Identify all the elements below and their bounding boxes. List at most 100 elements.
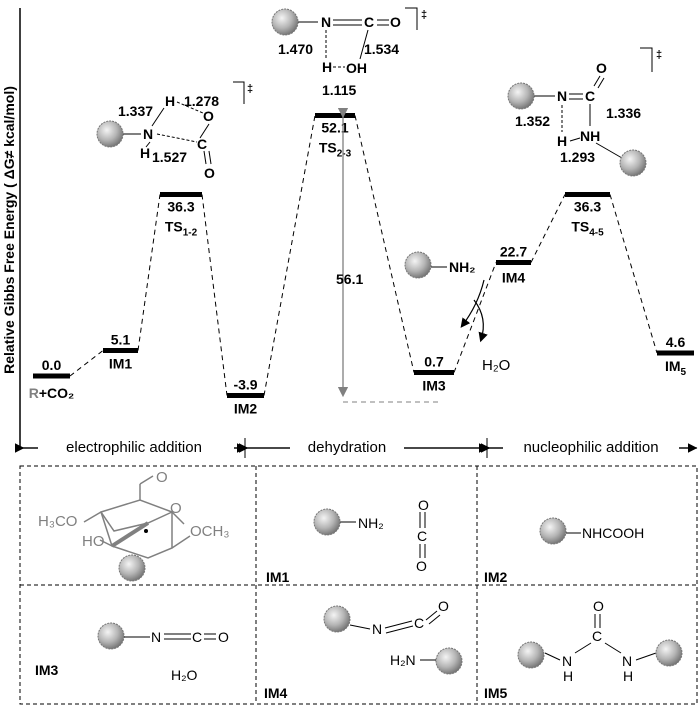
svg-text:OH: OH — [346, 60, 367, 76]
svg-text:O: O — [170, 500, 182, 517]
svg-text:OCH₃: OCH₃ — [190, 523, 229, 540]
svg-text:O: O — [593, 598, 604, 614]
state-label: R+CO₂ — [29, 385, 75, 401]
y-axis-label: Relative Gibbs Free Energy ( ΔG≠ kcal/mo… — [1, 86, 17, 374]
svg-text:N: N — [562, 653, 572, 669]
distance-label: 1.337 — [118, 103, 153, 119]
svg-text:O: O — [596, 60, 607, 76]
state-label: IM4 — [502, 270, 526, 286]
svg-text:O: O — [203, 108, 214, 124]
molecule-ball — [271, 8, 299, 36]
svg-text:‡: ‡ — [247, 83, 253, 95]
svg-text:C: C — [592, 628, 602, 644]
value-label: 36.3 — [167, 199, 194, 215]
svg-text:HO: HO — [82, 533, 105, 550]
distance-label: 1.278 — [184, 93, 219, 109]
svg-text:C: C — [414, 615, 424, 631]
svg-text:H₂O: H₂O — [171, 667, 198, 683]
structure-panels — [19, 465, 698, 705]
svg-text:NH₂: NH₂ — [449, 259, 475, 275]
svg-text:C: C — [197, 136, 207, 152]
glucoside-structure: O OH O OCH₃ H₃CO HO — [38, 469, 229, 582]
svg-text:N: N — [622, 653, 632, 669]
water-release-annotation: NH₂ H₂O — [404, 251, 510, 374]
svg-text:H₃CO: H₃CO — [38, 513, 77, 530]
stage-label-3: nucleophilic addition — [523, 439, 658, 456]
molecule-ball — [517, 641, 545, 669]
stage-bar: electrophilic addition dehydration nucle… — [14, 437, 698, 458]
molecule-ball — [96, 120, 124, 148]
molecule-ball — [539, 517, 567, 545]
svg-text:N: N — [151, 629, 161, 645]
distance-label: 1.527 — [152, 149, 187, 165]
svg-text:O: O — [418, 497, 429, 513]
distance-label: 1.534 — [364, 41, 399, 57]
stage-label-2: dehydration — [308, 439, 386, 456]
molecule-ball — [507, 82, 535, 110]
connector — [453, 262, 497, 373]
ts45-structure: N C O NH H 1.352 1.336 1.293 ‡ — [507, 47, 662, 177]
panel-im1: NH₂ O C O IM1 — [266, 497, 429, 585]
panel-label-im3: IM3 — [35, 662, 59, 678]
connector-lines — [69, 115, 658, 396]
distance-label: 1.115 — [322, 82, 356, 98]
state-label: IM1 — [109, 356, 133, 372]
value-label: 0.7 — [424, 354, 444, 370]
ts23-structure: N C O H OH 1.470 1.534 1.115 ‡ — [271, 7, 427, 98]
state-label: TS1-2 — [165, 219, 198, 239]
svg-text:NHCOOH: NHCOOH — [582, 525, 644, 541]
svg-text:O: O — [218, 629, 229, 645]
panel-im3: N C O H₂O IM3 — [35, 622, 229, 683]
panel-im5: O C N H N H IM5 — [484, 598, 683, 701]
state-label: IM3 — [422, 378, 446, 394]
ts12-structure: N H H O C O 1.337 1.278 1.527 ‡ — [96, 81, 253, 181]
distance-label: 1.293 — [560, 149, 595, 165]
molecule-ball — [619, 149, 647, 177]
svg-text:C: C — [585, 88, 595, 104]
svg-text:H: H — [140, 145, 150, 161]
connector — [69, 350, 104, 377]
svg-text:N: N — [143, 126, 153, 142]
svg-text:H: H — [165, 93, 175, 109]
water-label: H₂O — [482, 357, 510, 374]
value-label: 5.1 — [111, 332, 131, 348]
stage-label-1: electrophilic addition — [66, 439, 202, 456]
svg-text:H₂N: H₂N — [390, 652, 416, 668]
barrier-value: 56.1 — [336, 271, 363, 287]
connector — [263, 115, 316, 396]
value-label: 4.6 — [666, 334, 686, 350]
svg-text:‡: ‡ — [656, 49, 662, 61]
panel-im4: N C O H₂N IM4 — [264, 598, 463, 701]
value-label: 52.1 — [321, 120, 348, 136]
svg-text:O: O — [438, 598, 449, 614]
distance-label: 1.336 — [606, 105, 641, 121]
connector — [201, 194, 228, 396]
connector — [137, 194, 161, 351]
panel-label-im1: IM1 — [266, 569, 290, 585]
distance-label: 1.470 — [278, 41, 313, 57]
molecule-ball — [435, 647, 463, 675]
state-label: TS2-3 — [319, 140, 352, 160]
svg-text:O: O — [390, 14, 401, 30]
svg-text:NH: NH — [580, 128, 600, 144]
distance-label: 1.352 — [515, 113, 550, 129]
svg-text:N: N — [557, 88, 567, 104]
value-label: 0.0 — [42, 357, 62, 373]
svg-text:C: C — [417, 528, 427, 544]
svg-text:N: N — [372, 621, 382, 637]
connector — [609, 194, 658, 354]
state-label: IM5 — [665, 358, 687, 378]
state-label: IM2 — [234, 401, 258, 417]
value-label: -3.9 — [233, 377, 257, 393]
value-label: 22.7 — [500, 244, 527, 260]
svg-text:O: O — [416, 558, 427, 574]
svg-text:O: O — [204, 165, 215, 181]
svg-text:H: H — [623, 668, 633, 684]
panel-label-im5: IM5 — [484, 685, 508, 701]
svg-text:O: O — [156, 469, 168, 486]
panel-label-im2: IM2 — [484, 569, 508, 585]
connector — [354, 115, 415, 373]
svg-text:N: N — [321, 14, 331, 30]
molecule-ball — [404, 251, 432, 279]
